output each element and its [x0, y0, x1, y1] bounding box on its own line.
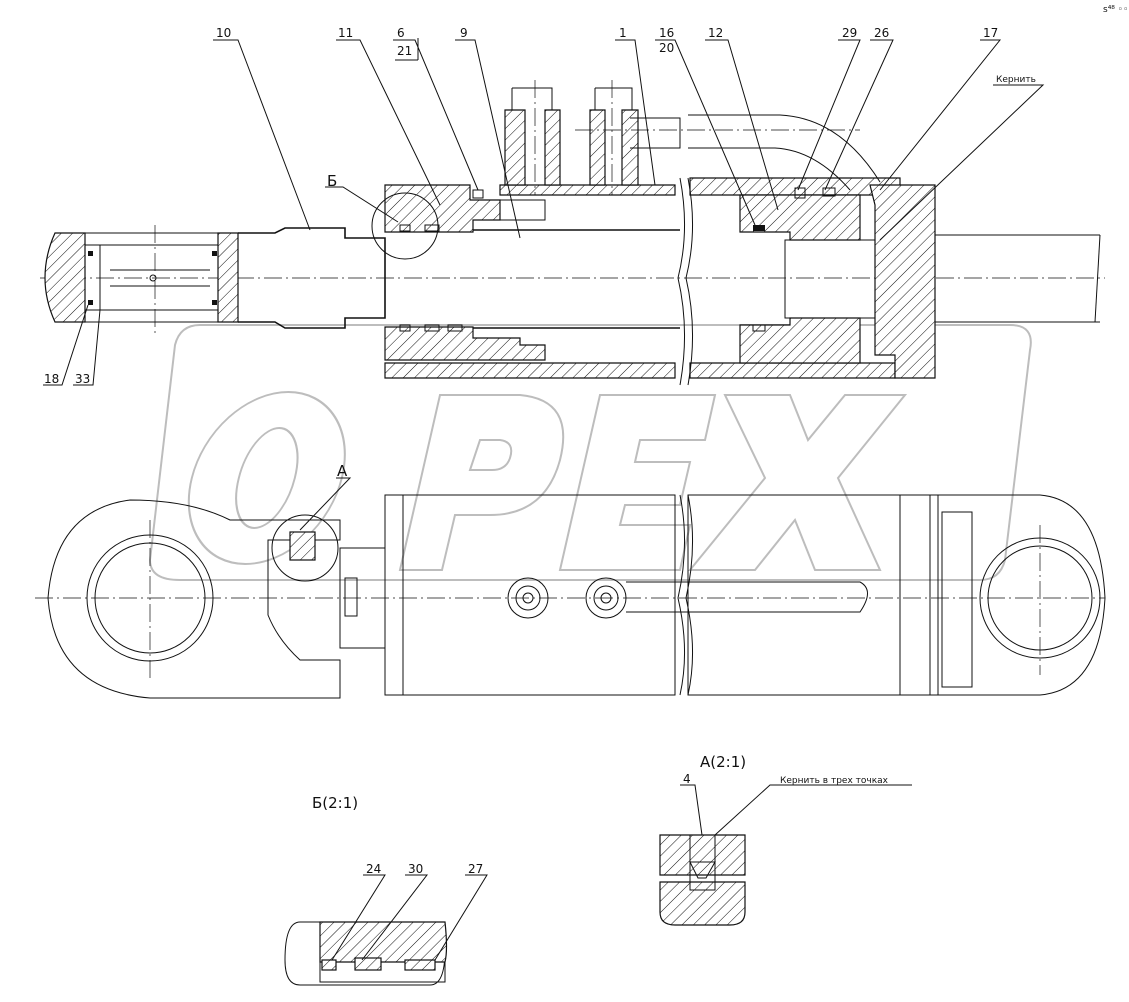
note-kernit-three-points: Кернить в трех точках — [780, 776, 889, 786]
callout-30: 30 — [408, 862, 423, 876]
leader-lines-top — [43, 38, 1045, 386]
callout-16: 16 — [659, 26, 674, 40]
callout-4: 4 — [683, 772, 691, 786]
leader-a — [299, 477, 352, 531]
callout-10: 10 — [216, 26, 231, 40]
callout-20: 20 — [659, 41, 674, 55]
callout-b: Б — [327, 172, 337, 190]
callout-9: 9 — [460, 26, 468, 40]
callout-11: 11 — [338, 26, 353, 40]
callout-a: А — [337, 462, 348, 480]
callout-12: 12 — [708, 26, 723, 40]
callout-27: 27 — [468, 862, 483, 876]
view-a-title: А(2:1) — [700, 753, 746, 771]
watermark-logo — [148, 324, 1032, 581]
callout-6: 6 — [397, 26, 405, 40]
view-b-title: Б(2:1) — [312, 794, 358, 812]
detail-view-b — [284, 874, 488, 986]
external-view — [35, 494, 1106, 699]
detail-view-a — [659, 784, 912, 926]
callout-labels: 10 11 6 21 9 1 16 20 12 29 26 17 Кернить… — [44, 5, 1129, 876]
callout-33: 33 — [75, 372, 90, 386]
callout-1: 1 — [619, 26, 627, 40]
callout-29: 29 — [842, 26, 857, 40]
callout-21: 21 — [397, 44, 412, 58]
callout-24: 24 — [366, 862, 381, 876]
section-view — [40, 80, 1105, 386]
note-kernit: Кернить — [996, 75, 1036, 85]
corner-mark: s⁴⁸ ◦◦◦ — [1103, 5, 1129, 15]
callout-26: 26 — [874, 26, 889, 40]
callout-18: 18 — [44, 372, 59, 386]
callout-17: 17 — [983, 26, 998, 40]
